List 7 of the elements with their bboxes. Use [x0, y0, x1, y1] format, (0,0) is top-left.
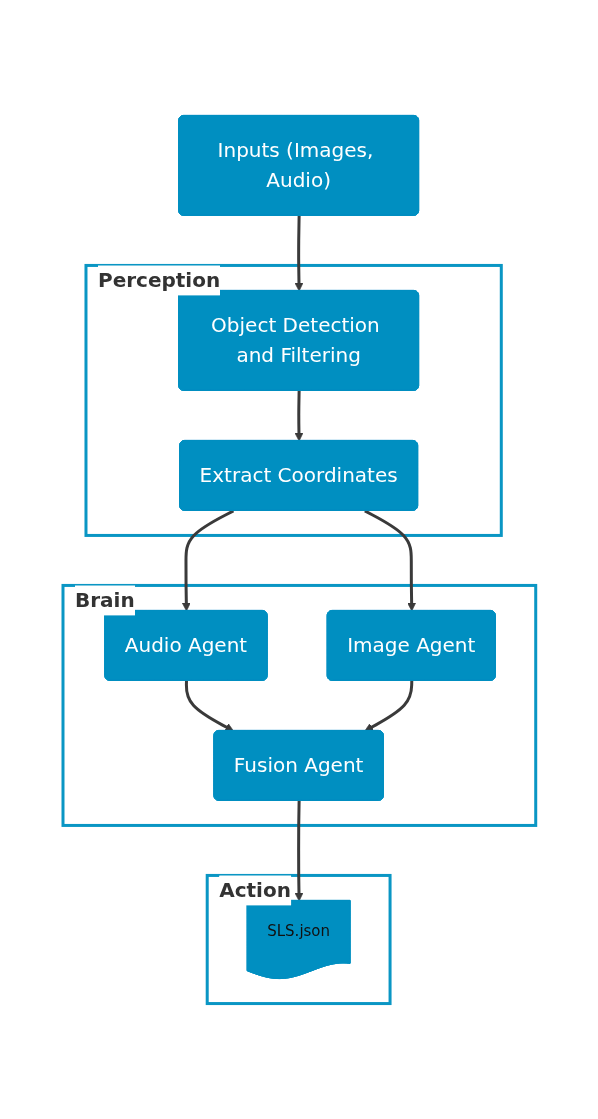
arrow — [294, 215, 303, 292]
arrow — [181, 509, 234, 612]
arrow — [184, 680, 234, 732]
arrow — [363, 509, 416, 612]
arrow — [294, 390, 303, 442]
arrow — [364, 680, 413, 732]
arrow — [294, 800, 303, 902]
